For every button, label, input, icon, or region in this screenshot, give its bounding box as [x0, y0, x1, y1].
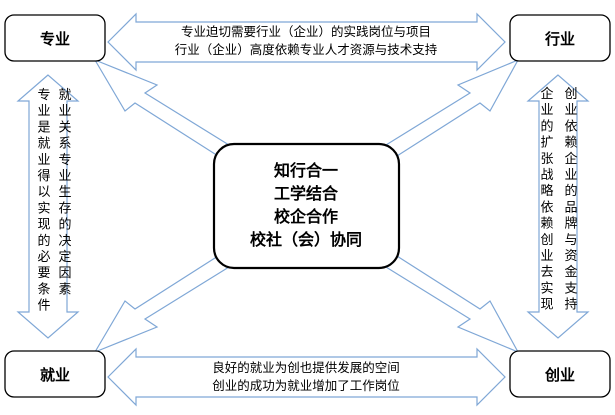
arrow-top-line-1: 专业迫切需要行业（企业）的实践岗位与项目 — [181, 24, 431, 39]
arrow-right-column-1: 创业依赖企业的品牌与资金支持 — [564, 87, 577, 313]
node-top-right-label: 行业 — [544, 30, 575, 48]
node-bottom-left: 就业 — [4, 350, 106, 398]
center-line-4: 校社（会）协同 — [250, 230, 362, 249]
arrow-left-vertical — [16, 74, 80, 339]
arrow-right-vertical — [526, 74, 590, 339]
node-top-left-box — [4, 14, 106, 62]
center-node: 知行合一 工学结合 校企合作 校社（会）协同 — [212, 142, 401, 270]
center-line-1: 知行合一 — [274, 161, 338, 180]
node-bottom-left-box — [4, 350, 106, 398]
arrow-left-text: 就业关系专业生存的决定因素 专业是就业得以实现的必要条件 — [37, 88, 71, 314]
node-top-right: 行业 — [509, 14, 611, 62]
center-node-box — [212, 142, 401, 270]
arrow-top-line-2: 行业（企业）高度依赖专业人才资源与技术支持 — [175, 42, 438, 57]
arrow-top-horizontal — [107, 12, 506, 72]
node-top-right-box — [509, 14, 611, 62]
node-bottom-right-box — [509, 350, 611, 398]
node-top-left-label: 专业 — [40, 30, 70, 48]
diagonal-arrows — [93, 58, 520, 354]
arrow-bottom-line-2: 创业的成功为就业增加了工作岗位 — [212, 378, 400, 393]
center-line-3: 校企合作 — [274, 207, 338, 226]
node-top-left: 专业 — [4, 14, 106, 62]
arrow-bottom-line-1: 良好的就业为创也提供发展的空间 — [212, 360, 400, 375]
center-line-2: 工学结合 — [274, 184, 339, 203]
arrow-left-column-1: 就业关系专业生存的决定因素 — [58, 88, 71, 297]
arrow-left-column-2: 专业是就业得以实现的必要条件 — [37, 88, 50, 314]
node-bottom-right: 创业 — [509, 350, 611, 398]
arrow-right-column-2: 企业的扩张战略依赖创业去实现 — [540, 86, 553, 313]
arrow-bottom-horizontal — [107, 347, 506, 407]
node-bottom-right-label: 创业 — [544, 366, 575, 384]
arrow-right-text: 创业依赖企业的品牌与资金支持 企业的扩张战略依赖创业去实现 — [540, 86, 577, 313]
node-bottom-left-label: 就业 — [40, 366, 70, 384]
